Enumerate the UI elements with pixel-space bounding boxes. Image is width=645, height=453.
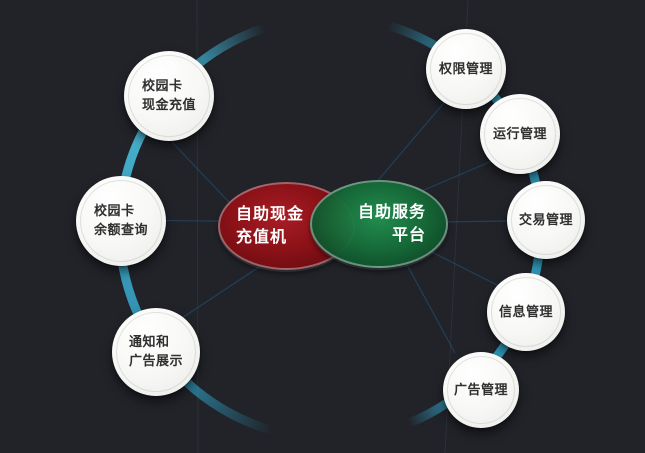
node-label-line: 广告展示 — [128, 353, 183, 368]
node-label: 广告管理 — [454, 381, 508, 400]
node-label-line: 校园卡 — [93, 203, 135, 219]
node-label: 校园卡 现金充值 — [142, 77, 196, 115]
node-label-line: 运行管理 — [492, 125, 547, 141]
node-label-line: 权限管理 — [438, 60, 493, 76]
node-notice-and-ad-display: 通知和 广告展示 — [112, 308, 200, 396]
node-campus-card-balance-inquiry: 校园卡 余额查询 — [76, 176, 166, 266]
node-label: 信息管理 — [499, 303, 553, 322]
node-label-line: 交易管理 — [518, 211, 573, 227]
node-transaction-management: 交易管理 — [507, 181, 585, 259]
hub-label-line: 平台 — [391, 227, 426, 244]
hub-label-line: 自助现金 — [236, 205, 305, 223]
node-label: 交易管理 — [519, 211, 573, 230]
connector-notice-ads — [169, 264, 263, 327]
node-label-line: 信息管理 — [498, 303, 553, 319]
hub-label-cash-machine: 自助现金 充值机 — [220, 203, 304, 249]
node-operation-management: 运行管理 — [480, 94, 560, 174]
node-label: 运行管理 — [493, 125, 547, 144]
hub-label-line: 自助服务 — [357, 203, 426, 221]
node-label-line: 广告管理 — [453, 381, 508, 397]
connector-permission — [374, 97, 449, 185]
hub-label-service-platform: 自助服务 平台 — [358, 201, 446, 247]
node-information-management: 信息管理 — [487, 273, 565, 351]
node-label: 通知和 广告展示 — [129, 333, 183, 371]
node-label: 权限管理 — [439, 60, 493, 79]
node-label: 校园卡 余额查询 — [94, 202, 148, 240]
node-permission-management: 权限管理 — [426, 29, 506, 109]
connector-transaction — [437, 220, 510, 223]
node-label-line: 现金充值 — [141, 97, 196, 112]
node-label-line: 余额查询 — [93, 222, 148, 237]
connector-advertisement — [399, 251, 456, 354]
node-label-line: 通知和 — [128, 334, 170, 350]
node-advertisement-management: 广告管理 — [443, 352, 519, 428]
node-campus-card-cash-recharge: 校园卡 现金充值 — [124, 51, 214, 141]
hub-label-line: 充值机 — [236, 229, 288, 246]
node-label-line: 校园卡 — [141, 78, 183, 94]
hub-ellipse-service-platform: 自助服务 平台 — [310, 180, 448, 268]
